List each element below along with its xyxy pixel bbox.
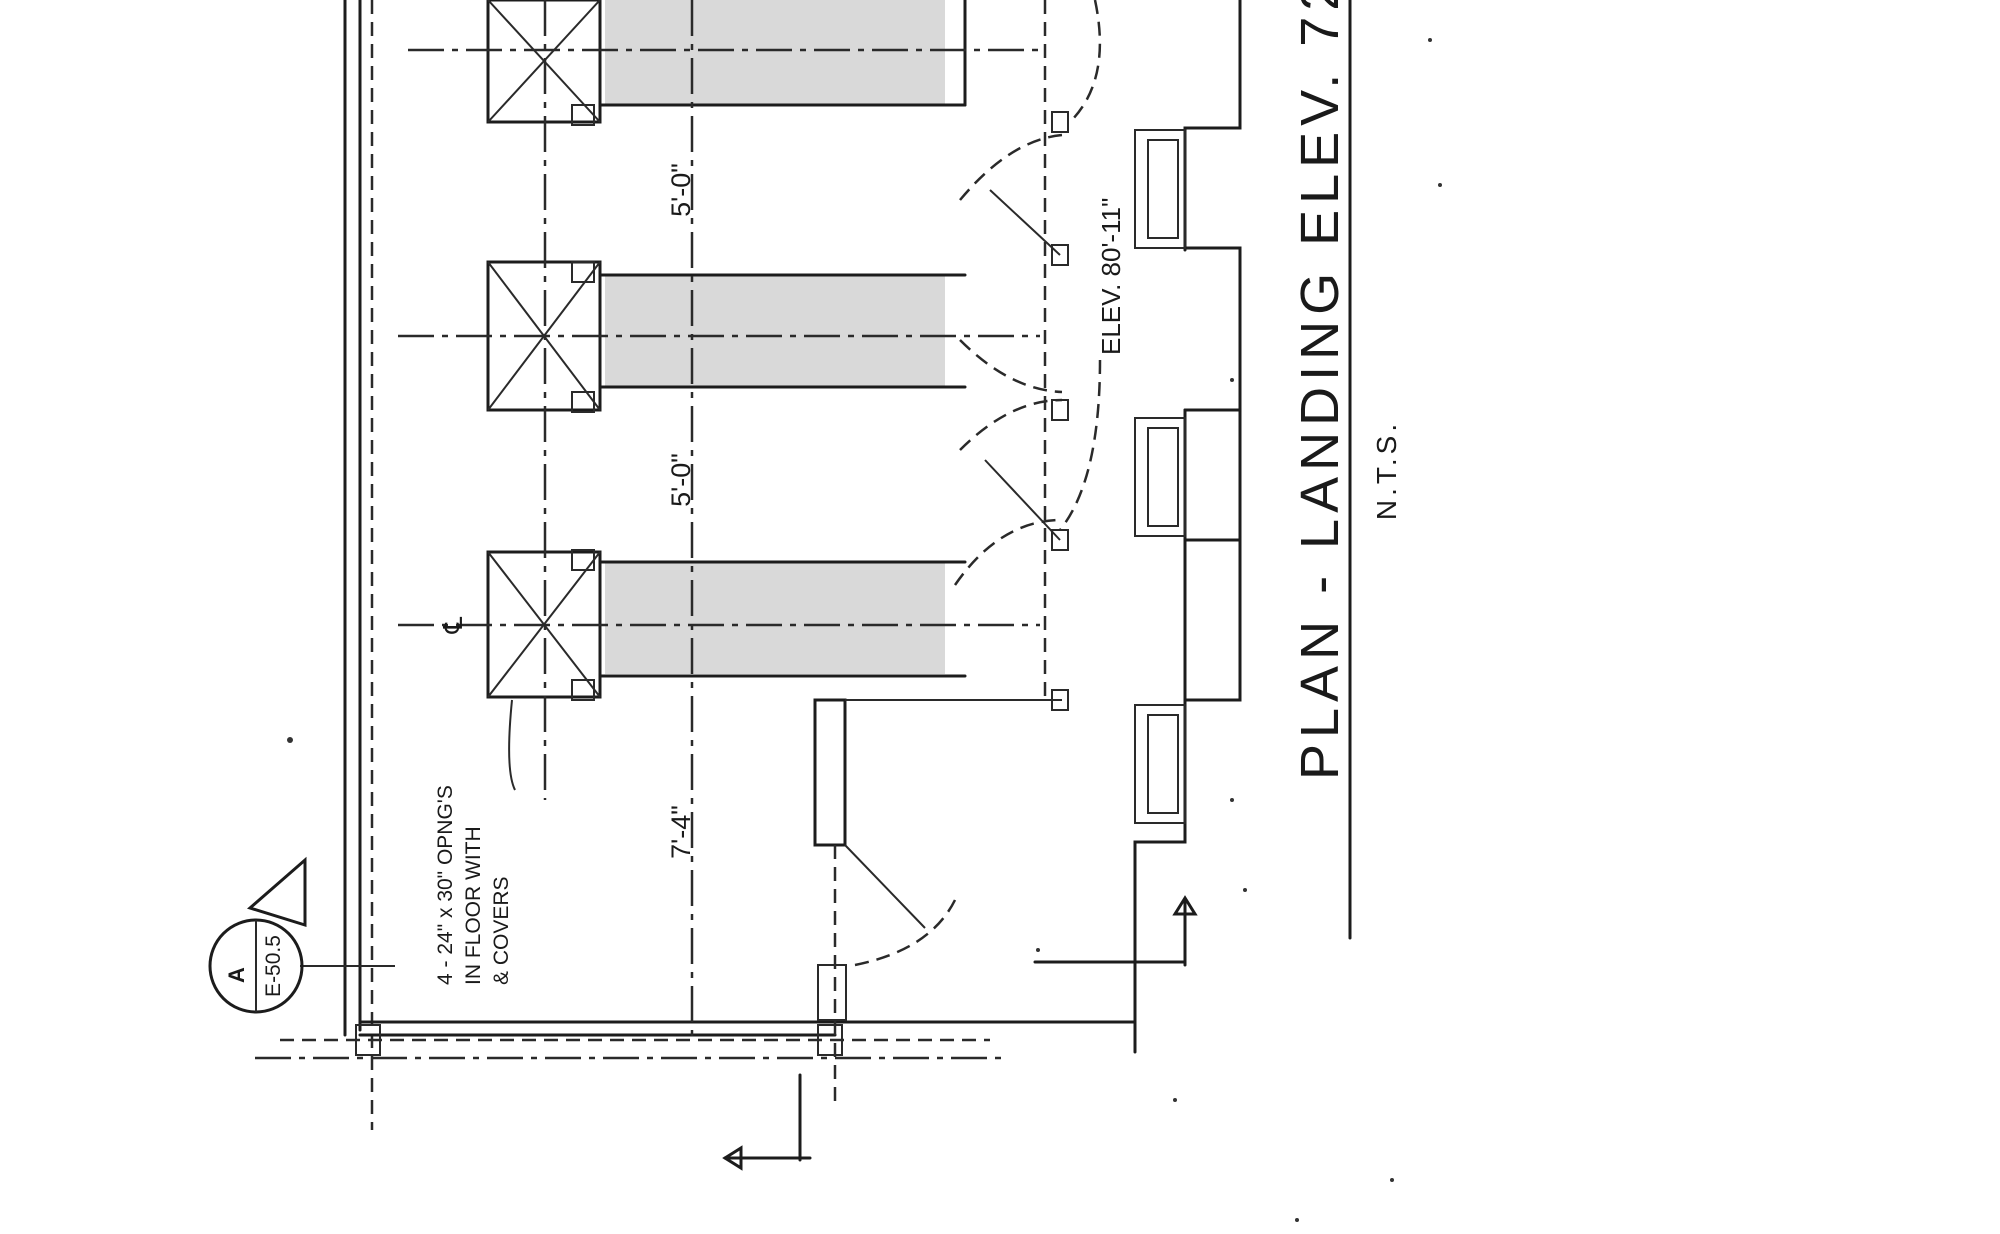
outer-wall <box>280 0 1137 1130</box>
scale-note: N.T.S. <box>1371 420 1402 520</box>
leader-lines <box>255 699 1005 1060</box>
right-wall <box>1133 0 1242 1054</box>
section-letter: A <box>224 967 249 983</box>
section-cut-arrows <box>722 895 1198 1171</box>
centerline-symbol: ℄ <box>438 616 468 634</box>
opening-note-line-1: 4 - 24" x 30" OPNG'S <box>434 785 457 985</box>
corridor-partition <box>813 698 1062 1105</box>
section-sheet: E-50.5 <box>262 935 285 997</box>
scan-specks <box>287 38 1442 1222</box>
equipment-unit-3 <box>486 549 967 701</box>
equipment-unit-1 <box>486 0 967 126</box>
elevation-note: ELEV. 80'-11" <box>1096 198 1126 355</box>
dimension-label-3: 7'-4" <box>666 805 696 859</box>
dimension-label-1: 5'-0" <box>666 163 696 217</box>
section-marker: A E-50.5 <box>208 856 307 1014</box>
opening-note: 4 - 24" x 30" OPNG'S IN FLOOR WITH & COV… <box>434 785 513 985</box>
dimension-label-2: 5'-0" <box>666 453 696 507</box>
opening-note-line-3: & COVERS <box>490 876 513 985</box>
title-block: PLAN - LANDING ELEV. 72'-1 N.T.S. <box>1290 0 1402 940</box>
centerlines <box>398 0 1040 1040</box>
opening-note-line-2: IN FLOOR WITH <box>462 826 485 985</box>
drawing-title: PLAN - LANDING ELEV. 72'-1 <box>1290 0 1350 780</box>
